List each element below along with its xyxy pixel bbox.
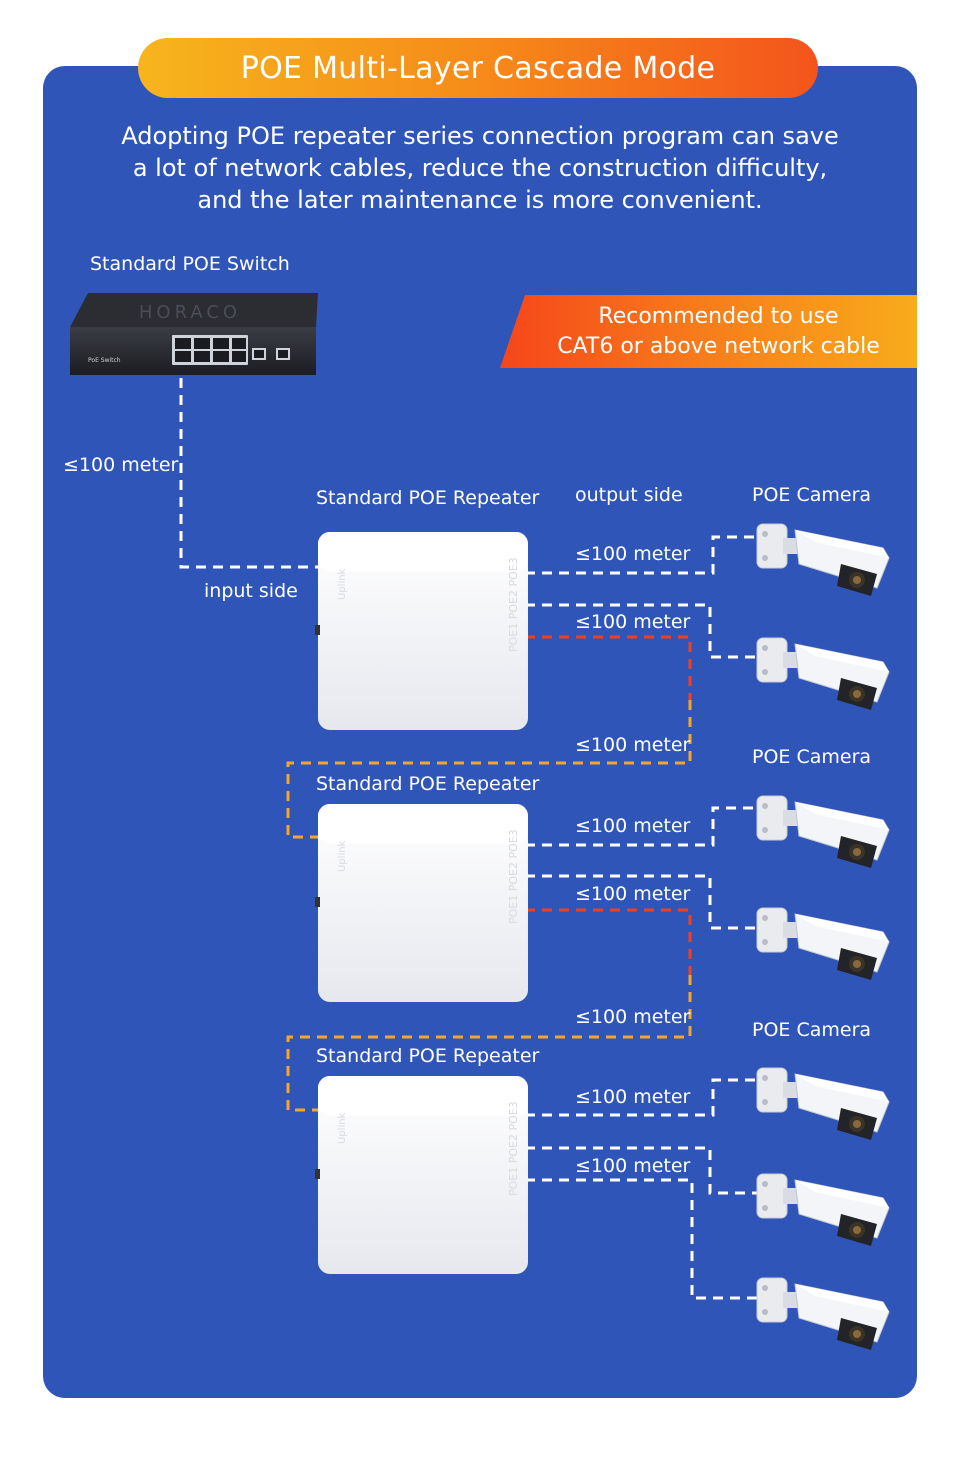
camera-label: POE Camera (752, 1019, 872, 1041)
repeater-label: Standard POE Repeater (316, 1045, 540, 1067)
poe-switch: HORACO PoE Switch (70, 293, 318, 375)
repeater-label: Standard POE Repeater (316, 487, 540, 509)
distance-label: ≤100 meter (575, 1086, 691, 1108)
intro-line: a lot of network cables, reduce the cons… (132, 154, 828, 182)
camera-icon (756, 1277, 890, 1351)
repeater-ports-text: POE1 POE2 POE3 (507, 557, 520, 652)
poe-repeater-3: Uplink POE1 POE2 POE3 (315, 1076, 528, 1274)
switch-brand: HORACO (139, 302, 241, 323)
input-side-label: input side (204, 580, 298, 602)
intro-line: and the later maintenance is more conven… (197, 186, 763, 214)
repeater-ports-text: POE1 POE2 POE3 (507, 1101, 520, 1196)
camera-icon (756, 637, 890, 711)
repeater-uplink-text: Uplink (337, 1112, 348, 1144)
recommend-banner: Recommended to use CAT6 or above network… (500, 295, 917, 368)
distance-label: ≤100 meter (575, 734, 691, 756)
repeater-ports-text: POE1 POE2 POE3 (507, 829, 520, 924)
recommend-line: CAT6 or above network cable (557, 333, 880, 359)
distance-label: ≤100 meter (575, 543, 691, 565)
recommend-line: Recommended to use (598, 303, 839, 329)
repeater-uplink-text: Uplink (337, 568, 348, 600)
poe-repeater-2: Uplink POE1 POE2 POE3 (315, 804, 528, 1002)
camera-cables (525, 535, 760, 1300)
repeater-uplink-text: Uplink (337, 840, 348, 872)
camera-label: POE Camera (752, 484, 872, 506)
intro-text: Adopting POE repeater series connection … (80, 120, 880, 216)
camera-icon (756, 795, 890, 869)
title-text: POE Multi-Layer Cascade Mode (240, 50, 716, 86)
distance-label: ≤100 meter (575, 1006, 691, 1028)
output-side-label: output side (575, 484, 683, 506)
camera-icon (756, 1173, 890, 1247)
poe-repeater-1: Uplink POE1 POE2 POE3 (315, 532, 528, 730)
distance-label: ≤100 meter (575, 883, 691, 905)
distance-label: ≤100 meter (575, 815, 691, 837)
distance-label: ≤100 meter (575, 1155, 691, 1177)
cascade-cable-1 (286, 635, 692, 839)
title-banner: POE Multi-Layer Cascade Mode (138, 38, 818, 98)
uplink-distance-label: ≤100 meter (63, 454, 179, 476)
cascade-cable-2 (286, 908, 692, 1112)
camera-icon (756, 1067, 890, 1141)
distance-label: ≤100 meter (575, 611, 691, 633)
switch-small-text: PoE Switch (88, 357, 121, 364)
camera-label: POE Camera (752, 746, 872, 768)
repeater-label: Standard POE Repeater (316, 773, 540, 795)
camera-icon (756, 907, 890, 981)
uplink-cable (179, 378, 325, 569)
intro-line: Adopting POE repeater series connection … (121, 122, 839, 150)
switch-label: Standard POE Switch (90, 253, 290, 275)
camera-icon (756, 523, 890, 597)
